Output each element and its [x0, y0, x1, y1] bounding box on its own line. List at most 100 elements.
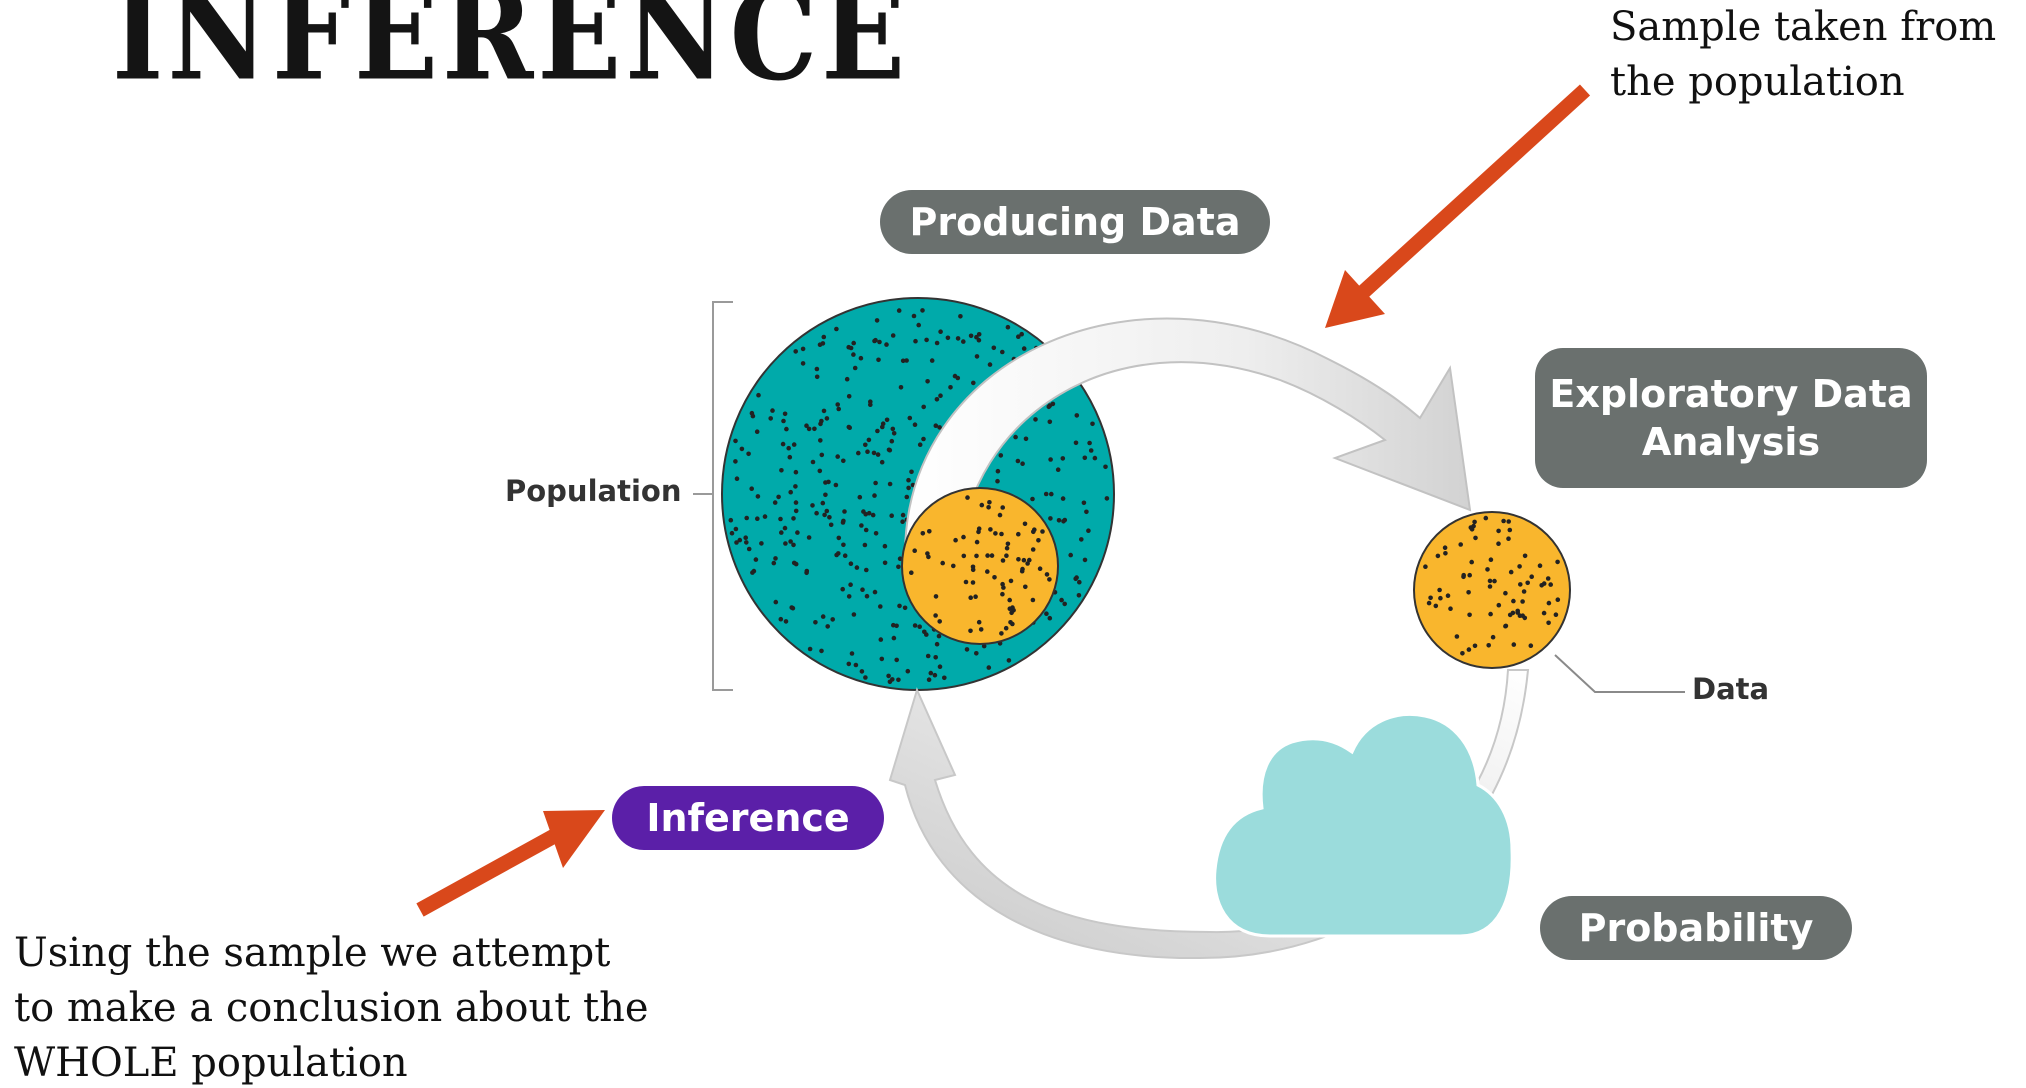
speckle-dot	[1082, 455, 1088, 461]
speckle-dot	[940, 560, 945, 566]
speckle-dot	[813, 620, 818, 625]
speckle-dot	[948, 385, 953, 390]
speckle-dot	[958, 314, 963, 319]
speckle-dot	[846, 424, 852, 430]
data-circle	[1413, 511, 1571, 669]
speckle-dot	[1461, 574, 1466, 580]
speckle-dot	[1501, 518, 1506, 524]
speckle-dot	[1467, 612, 1472, 618]
inference-pointer-arrow	[416, 810, 605, 917]
speckle-dot	[1037, 566, 1043, 571]
speckle-dot	[1010, 621, 1015, 627]
speckle-dot	[991, 345, 997, 351]
speckle-dot	[928, 670, 934, 676]
speckle-dot	[846, 594, 852, 599]
speckle-dot	[851, 352, 856, 357]
speckle-dot	[920, 531, 926, 536]
speckle-dot	[859, 523, 864, 528]
speckle-dot	[934, 397, 940, 402]
speckle-dot	[979, 502, 985, 508]
speckle-dot	[968, 333, 974, 339]
speckle-dot	[788, 489, 793, 495]
speckle-dot	[1541, 610, 1547, 616]
speckle-dot	[822, 512, 827, 518]
speckle-dot	[846, 394, 852, 399]
speckle-dot	[874, 318, 880, 323]
speckle-dot	[1522, 553, 1528, 559]
speckle-dot	[1019, 331, 1024, 337]
speckle-dot	[1443, 551, 1448, 556]
speckle-dot	[993, 531, 998, 536]
inference-annotation-line-2: to make a conclusion about the	[14, 985, 649, 1031]
speckle-dot	[1433, 603, 1439, 609]
speckle-dot	[933, 423, 939, 429]
speckle-dot	[1010, 605, 1015, 610]
speckle-dot	[1048, 457, 1053, 462]
speckle-dot	[887, 447, 893, 453]
speckle-dot	[826, 479, 831, 485]
speckle-dot	[793, 561, 799, 567]
speckle-dot	[890, 426, 896, 432]
speckle-dot	[1522, 615, 1528, 621]
speckle-dot	[961, 339, 966, 344]
speckle-dot	[793, 484, 798, 489]
speckle-dot	[1031, 529, 1036, 535]
speckle-dot	[898, 385, 904, 390]
speckle-dot	[862, 542, 868, 548]
speckle-dot	[1021, 346, 1027, 351]
speckle-dot	[1074, 413, 1080, 418]
speckle-dot	[857, 494, 863, 500]
speckle-dot	[786, 445, 791, 451]
speckle-dot	[1511, 642, 1517, 647]
speckle-dot	[912, 422, 918, 428]
speckle-dot	[781, 418, 786, 424]
speckle-dot	[835, 402, 840, 407]
speckle-dot	[806, 535, 812, 540]
speckle-dot	[824, 416, 830, 421]
speckle-dot	[1022, 521, 1028, 527]
speckle-dot	[987, 362, 993, 367]
speckle-dot	[906, 477, 911, 483]
speckle-dot	[824, 508, 830, 514]
speckle-dot	[878, 604, 883, 609]
speckle-dot	[884, 342, 889, 347]
speckle-dot	[762, 514, 768, 519]
speckle-dot	[782, 525, 788, 531]
speckle-dot	[1047, 419, 1053, 425]
speckle-dot	[904, 358, 909, 363]
speckle-dot	[818, 421, 823, 427]
speckle-dot	[1506, 519, 1511, 524]
speckle-dot	[759, 541, 764, 546]
speckle-dot	[848, 561, 854, 566]
speckle-dot	[992, 575, 997, 580]
speckle-dot	[933, 594, 939, 599]
speckle-dot	[1008, 578, 1014, 584]
speckle-dot	[821, 408, 827, 414]
speckle-dot	[872, 338, 877, 344]
speckle-dot	[961, 553, 967, 559]
speckle-dot	[1043, 491, 1049, 497]
speckle-dot	[889, 513, 894, 518]
speckle-dot	[1541, 581, 1547, 586]
speckle-dot	[755, 516, 760, 521]
speckle-dot	[1548, 582, 1553, 587]
speckle-dot	[1076, 593, 1082, 598]
speckle-dot	[921, 436, 926, 442]
speckle-dot	[985, 553, 990, 558]
speckle-dot	[963, 579, 969, 585]
speckle-dot	[952, 373, 958, 379]
speckle-dot	[1508, 569, 1514, 575]
speckle-dot	[866, 510, 872, 516]
speckle-dot	[1000, 591, 1005, 597]
speckle-dot	[986, 505, 991, 510]
speckle-dot	[889, 438, 895, 444]
speckle-dot	[733, 459, 738, 464]
speckle-dot	[1496, 528, 1501, 534]
speckle-dot	[880, 421, 886, 427]
speckle-dot	[872, 589, 878, 595]
inference-pill-bg	[612, 786, 884, 850]
speckle-dot	[1000, 349, 1005, 355]
speckle-dot	[1019, 568, 1025, 574]
speckle-dot	[1047, 615, 1053, 621]
speckle-dot	[836, 535, 842, 541]
